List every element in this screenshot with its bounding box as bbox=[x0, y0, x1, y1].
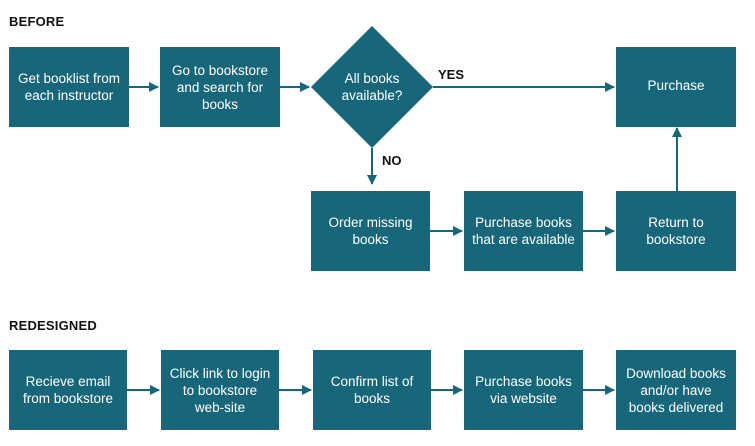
redesigned-step-4: Purchase books via website bbox=[464, 350, 583, 430]
before-section-label: BEFORE bbox=[9, 14, 65, 29]
step-purchase: Purchase bbox=[616, 47, 736, 127]
step-go-to-bookstore: Go to bookstore and search for books bbox=[160, 47, 280, 127]
redesigned-section-label: REDESIGNED bbox=[9, 318, 97, 333]
step-get-booklist: Get booklist from each instructor bbox=[9, 47, 129, 127]
redesigned-step-3: Confirm list of books bbox=[313, 350, 431, 430]
redesigned-step-1: Recieve email from bookstore bbox=[9, 350, 127, 430]
decision-label: All books available? bbox=[341, 71, 403, 103]
decision-diamond bbox=[311, 26, 433, 148]
step-purchase-available: Purchase books that are available bbox=[464, 191, 583, 271]
edge-label-no: NO bbox=[382, 153, 402, 168]
edge-label-yes: YES bbox=[438, 67, 465, 82]
redesigned-step-5: Download books and/or have books deliver… bbox=[616, 350, 736, 430]
step-return-to-bookstore: Return to bookstore bbox=[616, 191, 736, 271]
step-order-missing: Order missing books bbox=[311, 191, 430, 271]
redesigned-step-2: Click link to login to bookstore web-sit… bbox=[161, 350, 279, 430]
